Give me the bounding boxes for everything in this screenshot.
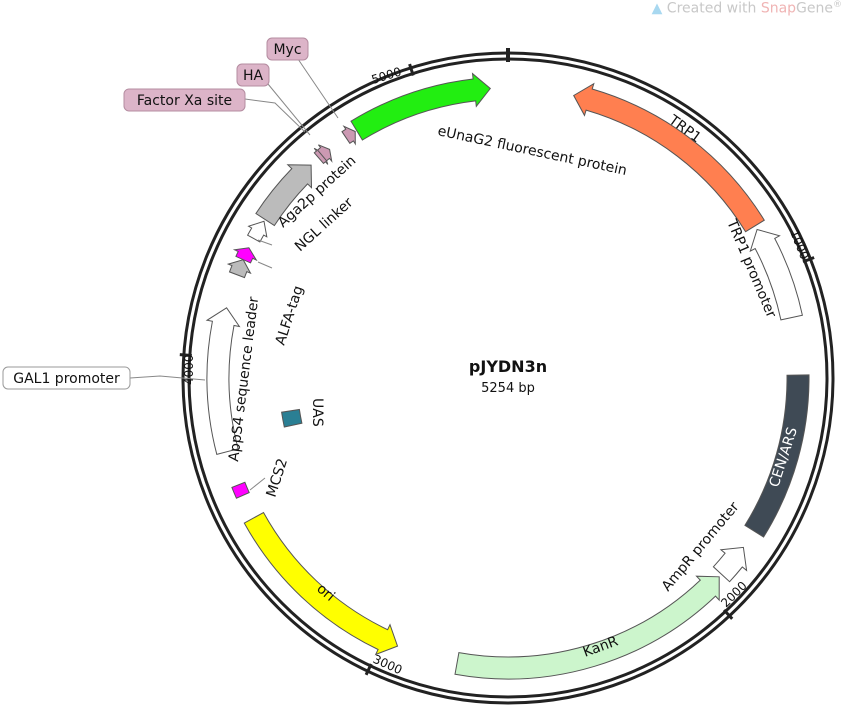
plasmid-name: pJYDN3n (469, 357, 547, 376)
feature-ampr-promoter[interactable] (712, 546, 748, 583)
feature-alfa-tag[interactable] (232, 247, 258, 264)
tick-marks (179, 63, 815, 676)
feature-trp1-promoter[interactable] (749, 228, 803, 321)
feature-ha[interactable] (316, 144, 333, 163)
tick-label-4000: 4000 (182, 354, 196, 385)
features (205, 72, 810, 680)
tick-mark (722, 608, 734, 620)
feature-aga2p[interactable] (255, 164, 313, 227)
feature-ori[interactable] (243, 511, 399, 656)
feature-mcs2[interactable] (231, 481, 250, 499)
callout-ha: HA (236, 63, 270, 87)
label-alfa-tag: ALFA-tag (273, 284, 307, 347)
svg-text:GAL1 promoter: GAL1 promoter (13, 371, 120, 387)
snapgene-watermark: ▲ Created with SnapGene® (651, 0, 842, 17)
tick-mark (179, 353, 192, 357)
tick-mark (364, 663, 373, 676)
tick-mark (802, 256, 815, 264)
feature-cen-ars[interactable] (744, 374, 810, 538)
tick-label-2000: 2000 (718, 579, 749, 610)
feature-eunag2[interactable] (350, 72, 491, 141)
feature-myc[interactable] (341, 125, 356, 146)
tick-label-1000: 1000 (787, 228, 811, 262)
svg-text:Myc: Myc (273, 42, 301, 58)
feature-trp1[interactable] (573, 82, 765, 233)
feature-gal1-promoter[interactable] (205, 307, 241, 456)
label-uas: UAS (309, 398, 325, 427)
label-mcs2: MCS2 (264, 457, 291, 500)
svg-text:HA: HA (243, 68, 264, 84)
callout-gal1-promoter: GAL1 promoter (2, 366, 131, 390)
callout-factor-xa: Factor Xa site (123, 88, 246, 112)
svg-text:Factor Xa site: Factor Xa site (137, 93, 232, 109)
feature-ngl-linker[interactable] (246, 220, 268, 243)
label-eunag2: eUnaG2 fluorescent protein (436, 123, 628, 179)
feature-uas[interactable] (281, 408, 303, 428)
callout-myc: Myc (266, 37, 309, 61)
feature-kanr[interactable] (454, 575, 720, 680)
snapgene-logo-icon: ▲ (651, 0, 663, 17)
plasmid-size: 5254 bp (481, 381, 535, 396)
tick-mark (408, 63, 415, 76)
leader-lines (129, 58, 339, 491)
feature-apps4-leader[interactable] (226, 259, 252, 279)
